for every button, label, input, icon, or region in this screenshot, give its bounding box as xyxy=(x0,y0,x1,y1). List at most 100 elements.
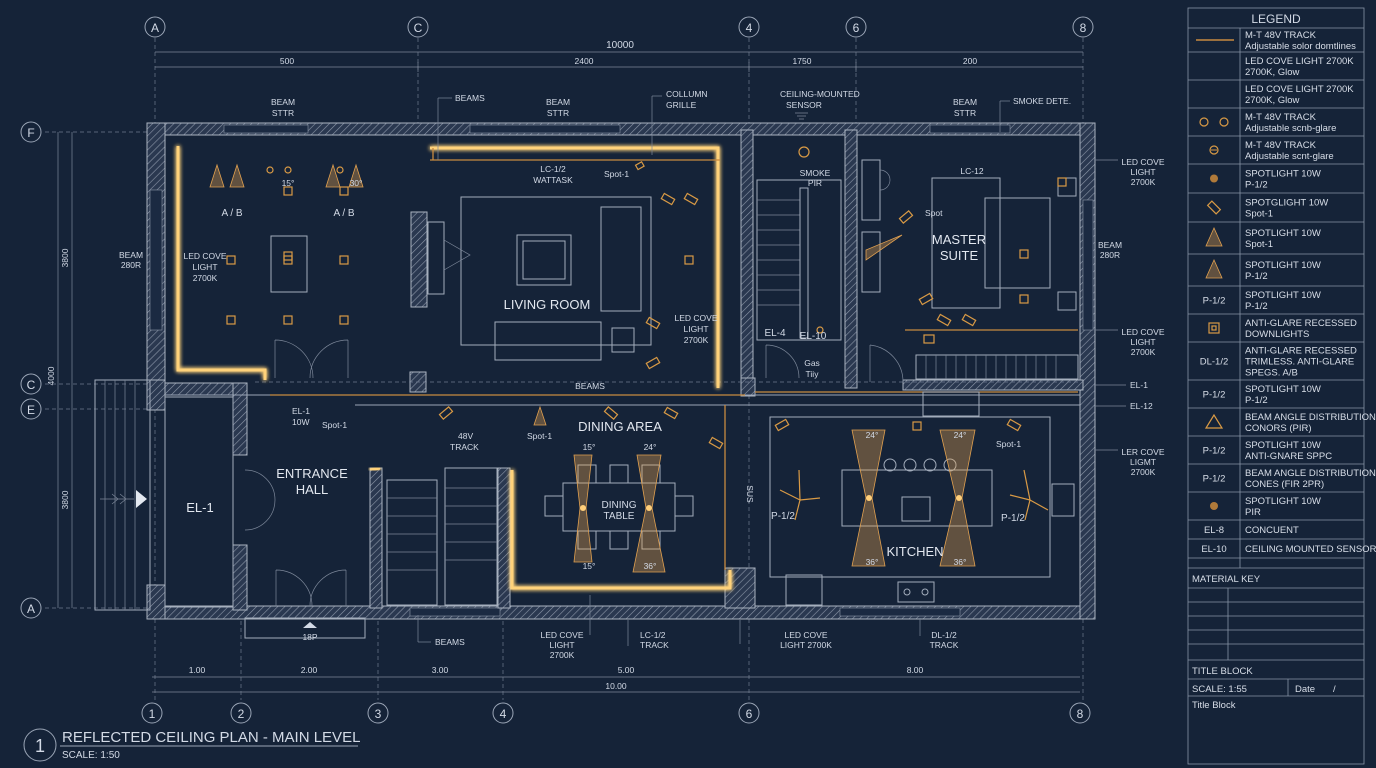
room-entrance-2: HALL xyxy=(296,482,329,497)
note: TRACK xyxy=(640,640,669,650)
note: Spot-1 xyxy=(527,431,552,441)
note: 2700K xyxy=(1131,347,1156,357)
note: 10W xyxy=(292,417,309,427)
note: SENSOR xyxy=(786,100,822,110)
kitchen-furniture xyxy=(769,416,1075,606)
note: Tiiy xyxy=(806,369,820,379)
legend-symbol-code: P-1/2 xyxy=(1203,296,1226,307)
note: EL-1 xyxy=(292,406,310,416)
dim-seg: 3800 xyxy=(60,490,70,509)
legend-row-text: Spot-1 xyxy=(1245,209,1273,220)
title-number: 1 xyxy=(35,736,45,756)
legend-row-text: CONES (FIR 2PR) xyxy=(1245,479,1324,490)
legend-row-text: TRIMLESS. ANTI-GLARE xyxy=(1245,357,1354,368)
grid-label: A xyxy=(27,602,35,616)
legend-row-text: Adjustable scnb-glare xyxy=(1245,123,1336,134)
note: EL-12 xyxy=(1130,401,1153,411)
note: LIGHT 2700K xyxy=(780,640,832,650)
note: 36° xyxy=(866,557,879,567)
grid-label: 4 xyxy=(746,21,753,35)
note: 15° xyxy=(583,561,596,571)
entrance-hall xyxy=(94,379,366,639)
note: 18P xyxy=(302,632,317,642)
dim-total: 10.00 xyxy=(605,681,627,691)
room-kitchen: KITCHEN xyxy=(886,544,943,559)
note: Spot xyxy=(925,208,943,218)
legend-row-text: Adjustable solor domtlines xyxy=(1245,41,1356,52)
grid-bubbles-bottom: 1 2 3 4 6 8 xyxy=(141,702,1091,724)
dim-seg: 5.00 xyxy=(618,665,635,675)
room-living: LIVING ROOM xyxy=(504,297,591,312)
legend-row-text: P-1/2 xyxy=(1245,301,1268,312)
note: SMOKE xyxy=(800,168,831,178)
note: A / B xyxy=(221,208,242,219)
note: 48V xyxy=(458,431,473,441)
legend-row-text: BEAM ANGLE DISTRIBUTION xyxy=(1245,468,1376,479)
note: COLLUMN xyxy=(666,89,708,99)
legend-row-text: M-T 48V TRACK xyxy=(1245,30,1317,41)
note: LIGHT xyxy=(1130,167,1155,177)
legend-symbol-icon xyxy=(1199,117,1229,127)
dim-seg: 4000 xyxy=(46,366,56,385)
note: BEAM xyxy=(271,97,295,107)
note: Spot-1 xyxy=(604,169,629,179)
legend-symbol-code: P-1/2 xyxy=(1203,474,1226,485)
legend-row-text: Spot-1 xyxy=(1245,239,1273,250)
legend-row-text: CEILING MOUNTED SENSOR xyxy=(1245,544,1376,555)
note: LIGHT xyxy=(683,324,708,334)
note: LIGHT xyxy=(1130,337,1155,347)
dim-seg: 1.00 xyxy=(189,665,206,675)
room-entrance-1: ENTRANCE xyxy=(276,466,348,481)
legend-row-text: P-1/2 xyxy=(1245,395,1268,406)
room-labels: LIVING ROOM MASTER SUITE DINING AREA KIT… xyxy=(186,232,986,559)
legend-row-text: SPOTLIGHT 10W xyxy=(1245,169,1321,180)
note: 24° xyxy=(644,442,657,452)
note: 280R xyxy=(121,260,141,270)
legend-symbol-icon xyxy=(1205,227,1223,247)
note: BEAMS xyxy=(575,381,605,391)
living-room-furniture xyxy=(427,196,652,361)
legend-row-text: P-1/2 xyxy=(1245,271,1268,282)
note: BEAM xyxy=(953,97,977,107)
room-dining: DINING AREA xyxy=(578,419,662,434)
legend-row-text: CONCUENT xyxy=(1245,525,1299,536)
note: LC-12 xyxy=(960,166,983,176)
stair-center xyxy=(386,467,498,606)
material-key: MATERIAL KEY xyxy=(1192,574,1261,585)
annotations: BEAM STTR BEAMS BEAM STTR COLLUMN GRILLE… xyxy=(119,89,1165,660)
note: LER COVE xyxy=(1122,447,1165,457)
grid-bubbles-left: F C E A xyxy=(20,121,42,619)
note: Spot-1 xyxy=(322,420,347,430)
note: LED COVE xyxy=(675,313,718,323)
room-el1: EL-1 xyxy=(186,500,213,515)
legend-date: Date xyxy=(1295,684,1315,695)
interior-walls xyxy=(164,129,1084,611)
note: 24° xyxy=(954,430,967,440)
dim-seg: 2.00 xyxy=(301,665,318,675)
note: DL-1/2 xyxy=(931,630,957,640)
grid-label: 6 xyxy=(746,707,753,721)
legend-row-text: Adjustable scnt-glare xyxy=(1245,151,1334,162)
note: LED COVE xyxy=(541,630,584,640)
note: LED COVE xyxy=(1122,327,1165,337)
master-suite-furniture xyxy=(861,159,1079,417)
note: LC-1/2 xyxy=(540,164,566,174)
legend-row-text: DOWNLIGHTS xyxy=(1245,329,1309,340)
legend-row-text: M-T 48V TRACK xyxy=(1245,112,1317,123)
dim-seg: 500 xyxy=(280,56,294,66)
grid-label: F xyxy=(27,126,34,140)
note: TRACK xyxy=(450,442,479,452)
legend-slash: / xyxy=(1333,684,1336,695)
legend-row-text: PIR xyxy=(1245,507,1261,518)
legend-row-text: SPOTLIGHT 10W xyxy=(1245,228,1321,239)
dim-total: 10000 xyxy=(606,40,634,51)
dim-seg: 8.00 xyxy=(907,665,924,675)
